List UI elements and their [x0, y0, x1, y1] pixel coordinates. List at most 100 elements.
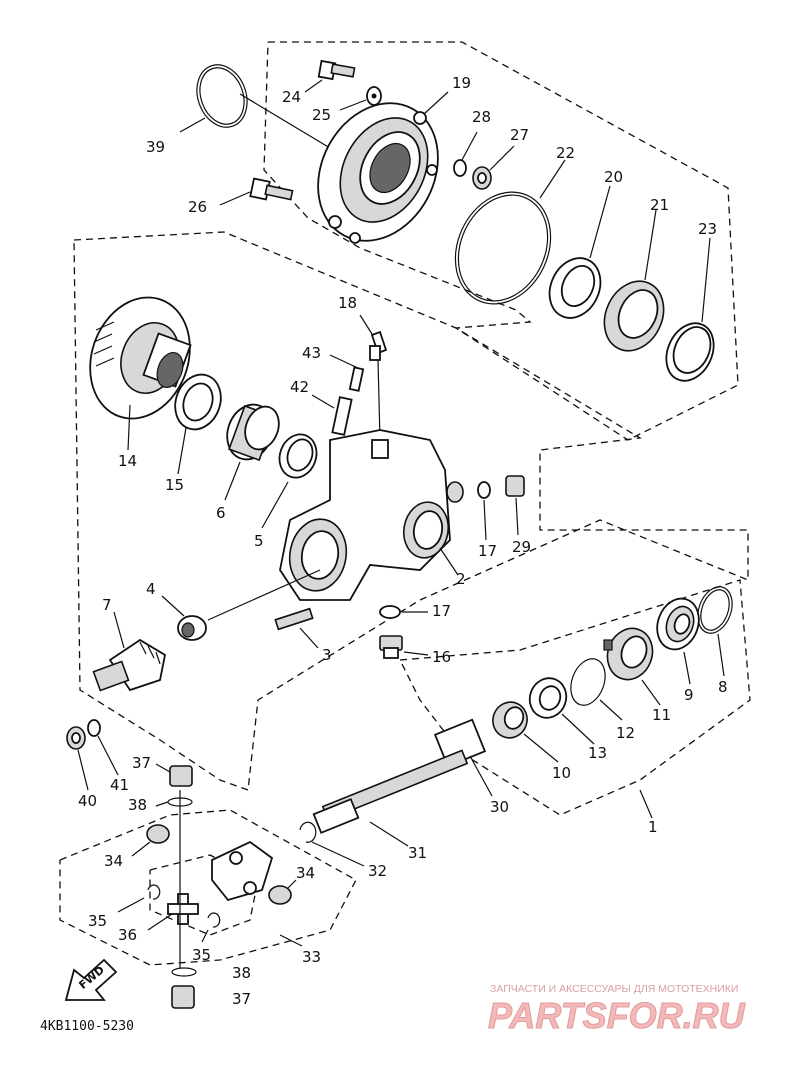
bearing-10 [492, 701, 559, 763]
label-4: 4 [146, 580, 156, 598]
label-9: 9 [684, 686, 694, 704]
label-5: 5 [254, 532, 264, 550]
watermark: ЗАПЧАСТИ И АКСЕССУАРЫ ДЛЯ МОТОТЕХНИКИ PA… [488, 983, 747, 1037]
group-outlines [59, 41, 751, 966]
breather-18 [359, 314, 388, 441]
label-1: 1 [648, 818, 658, 836]
washer-25 [339, 86, 382, 111]
label-41: 41 [110, 776, 129, 794]
label-35-left: 35 [88, 912, 107, 930]
ring-gear-14 [89, 296, 192, 451]
label-21: 21 [650, 196, 669, 214]
label-34-right: 34 [296, 864, 315, 882]
circlip-32 [299, 821, 365, 867]
seal-13 [528, 677, 595, 745]
seal-5 [261, 433, 318, 529]
label-26: 26 [188, 198, 207, 216]
label-29: 29 [512, 538, 531, 556]
bearing-cup-37-bottom [171, 790, 195, 1009]
nut-40 [66, 726, 89, 791]
circlip-38-top [155, 797, 193, 807]
diagram-code: 4KB1100-5230 [40, 1019, 134, 1034]
label-2: 2 [456, 570, 466, 588]
label-20: 20 [604, 168, 623, 186]
label-3: 3 [322, 646, 332, 664]
housing-group-outline [73, 231, 749, 791]
label-23: 23 [698, 220, 717, 238]
label-28: 28 [472, 108, 491, 126]
label-27: 27 [510, 126, 529, 144]
washer-28 [453, 131, 478, 177]
label-36: 36 [118, 926, 137, 944]
upper-cover-group-outline [263, 41, 739, 441]
bearing-9 [656, 597, 700, 685]
yoke-joint [211, 840, 274, 902]
cross-spider-36 [147, 893, 199, 931]
seal-23 [665, 237, 715, 382]
label-25: 25 [312, 106, 331, 124]
pin-43 [329, 354, 365, 392]
label-35-right: 35 [192, 946, 211, 964]
part-labels: 39 24 25 19 28 27 22 20 21 23 26 18 43 4… [78, 74, 728, 1008]
label-42: 42 [290, 378, 309, 396]
o-ring-8 [697, 586, 733, 677]
bearing-21 [603, 209, 665, 352]
o-ring-39 [179, 64, 331, 149]
differential-housing-2 [279, 429, 464, 601]
label-37-top: 37 [132, 754, 151, 772]
label-17-bottom: 17 [432, 602, 451, 620]
label-24: 24 [282, 88, 301, 106]
washer-41 [87, 719, 119, 776]
label-37-bottom: 37 [232, 990, 251, 1008]
label-13: 13 [588, 744, 607, 762]
label-8: 8 [718, 678, 728, 696]
seal-20 [548, 185, 611, 319]
label-17-top: 17 [478, 542, 497, 560]
label-6: 6 [216, 504, 226, 522]
label-39: 39 [146, 138, 165, 156]
stud-3 [274, 607, 319, 649]
label-10: 10 [552, 764, 571, 782]
collar-4 [161, 569, 321, 641]
label-7: 7 [102, 596, 112, 614]
label-11: 11 [652, 706, 671, 724]
joint-group-outline [59, 809, 357, 966]
bearing-6 [224, 403, 280, 501]
shim-15 [174, 373, 222, 475]
watermark-logo-text: PARTSFOR.RU [488, 995, 746, 1036]
fwd-arrow-icon: FWD [64, 958, 118, 1001]
bearing-cup-37-top [155, 763, 193, 787]
bolt-24 [304, 59, 356, 93]
circlip-38-bottom [171, 967, 197, 977]
label-15: 15 [165, 476, 184, 494]
label-30: 30 [490, 798, 509, 816]
label-12: 12 [616, 724, 635, 742]
lower-shaft-group-outline [399, 579, 751, 816]
label-19: 19 [452, 74, 471, 92]
circlip-35-left [117, 884, 161, 913]
watermark-tagline: ЗАПЧАСТИ И АКСЕССУАРЫ ДЛЯ МОТОТЕХНИКИ [490, 983, 738, 995]
label-43: 43 [302, 344, 321, 362]
bearing-cup-34-left [131, 824, 170, 857]
label-38-bottom: 38 [232, 964, 251, 982]
bolt-27 [472, 145, 515, 190]
label-31: 31 [408, 844, 427, 862]
washer-17-bottom [379, 605, 428, 619]
plug-29 [505, 475, 525, 536]
label-32: 32 [368, 862, 387, 880]
washer-17-top [477, 481, 491, 541]
o-ring-12 [570, 658, 623, 721]
drive-shaft-31 [312, 749, 469, 847]
label-34-left: 34 [104, 852, 123, 870]
spacer-30 [433, 718, 493, 797]
plug-16 [379, 635, 429, 659]
bolt-26 [219, 177, 294, 206]
o-ring-22 [454, 159, 566, 305]
label-38-top: 38 [128, 796, 147, 814]
bearing-housing-19 [317, 91, 449, 244]
label-18: 18 [338, 294, 357, 312]
circlip-35-right [201, 912, 221, 943]
pinion-gear-7 [92, 611, 167, 692]
label-33: 33 [302, 948, 321, 966]
label-14: 14 [118, 452, 137, 470]
